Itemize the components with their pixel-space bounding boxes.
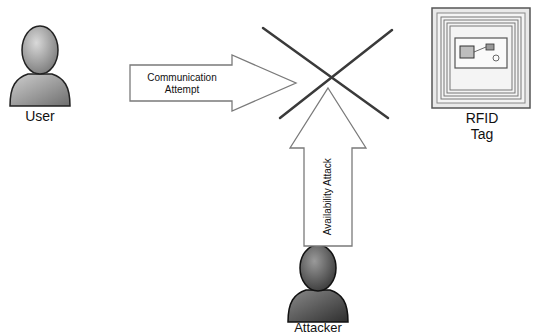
person-label: User [12,108,68,126]
arrow-label: Communication Attempt [134,72,230,95]
user-icon [10,26,70,106]
node-label: Attacker [278,321,358,336]
person-label: Attacker [278,321,358,336]
node-label: User [12,108,68,124]
attacker-icon [288,245,348,322]
block-arrow-right: Communication Attempt [130,55,296,111]
block-arrow-up: Availability Attack [290,88,366,246]
tag-label: RFID Tag [452,110,512,150]
arrow-label: Availability Attack [322,158,334,235]
rfid-tag-image [432,8,530,108]
node-label: RFID Tag [462,110,502,142]
